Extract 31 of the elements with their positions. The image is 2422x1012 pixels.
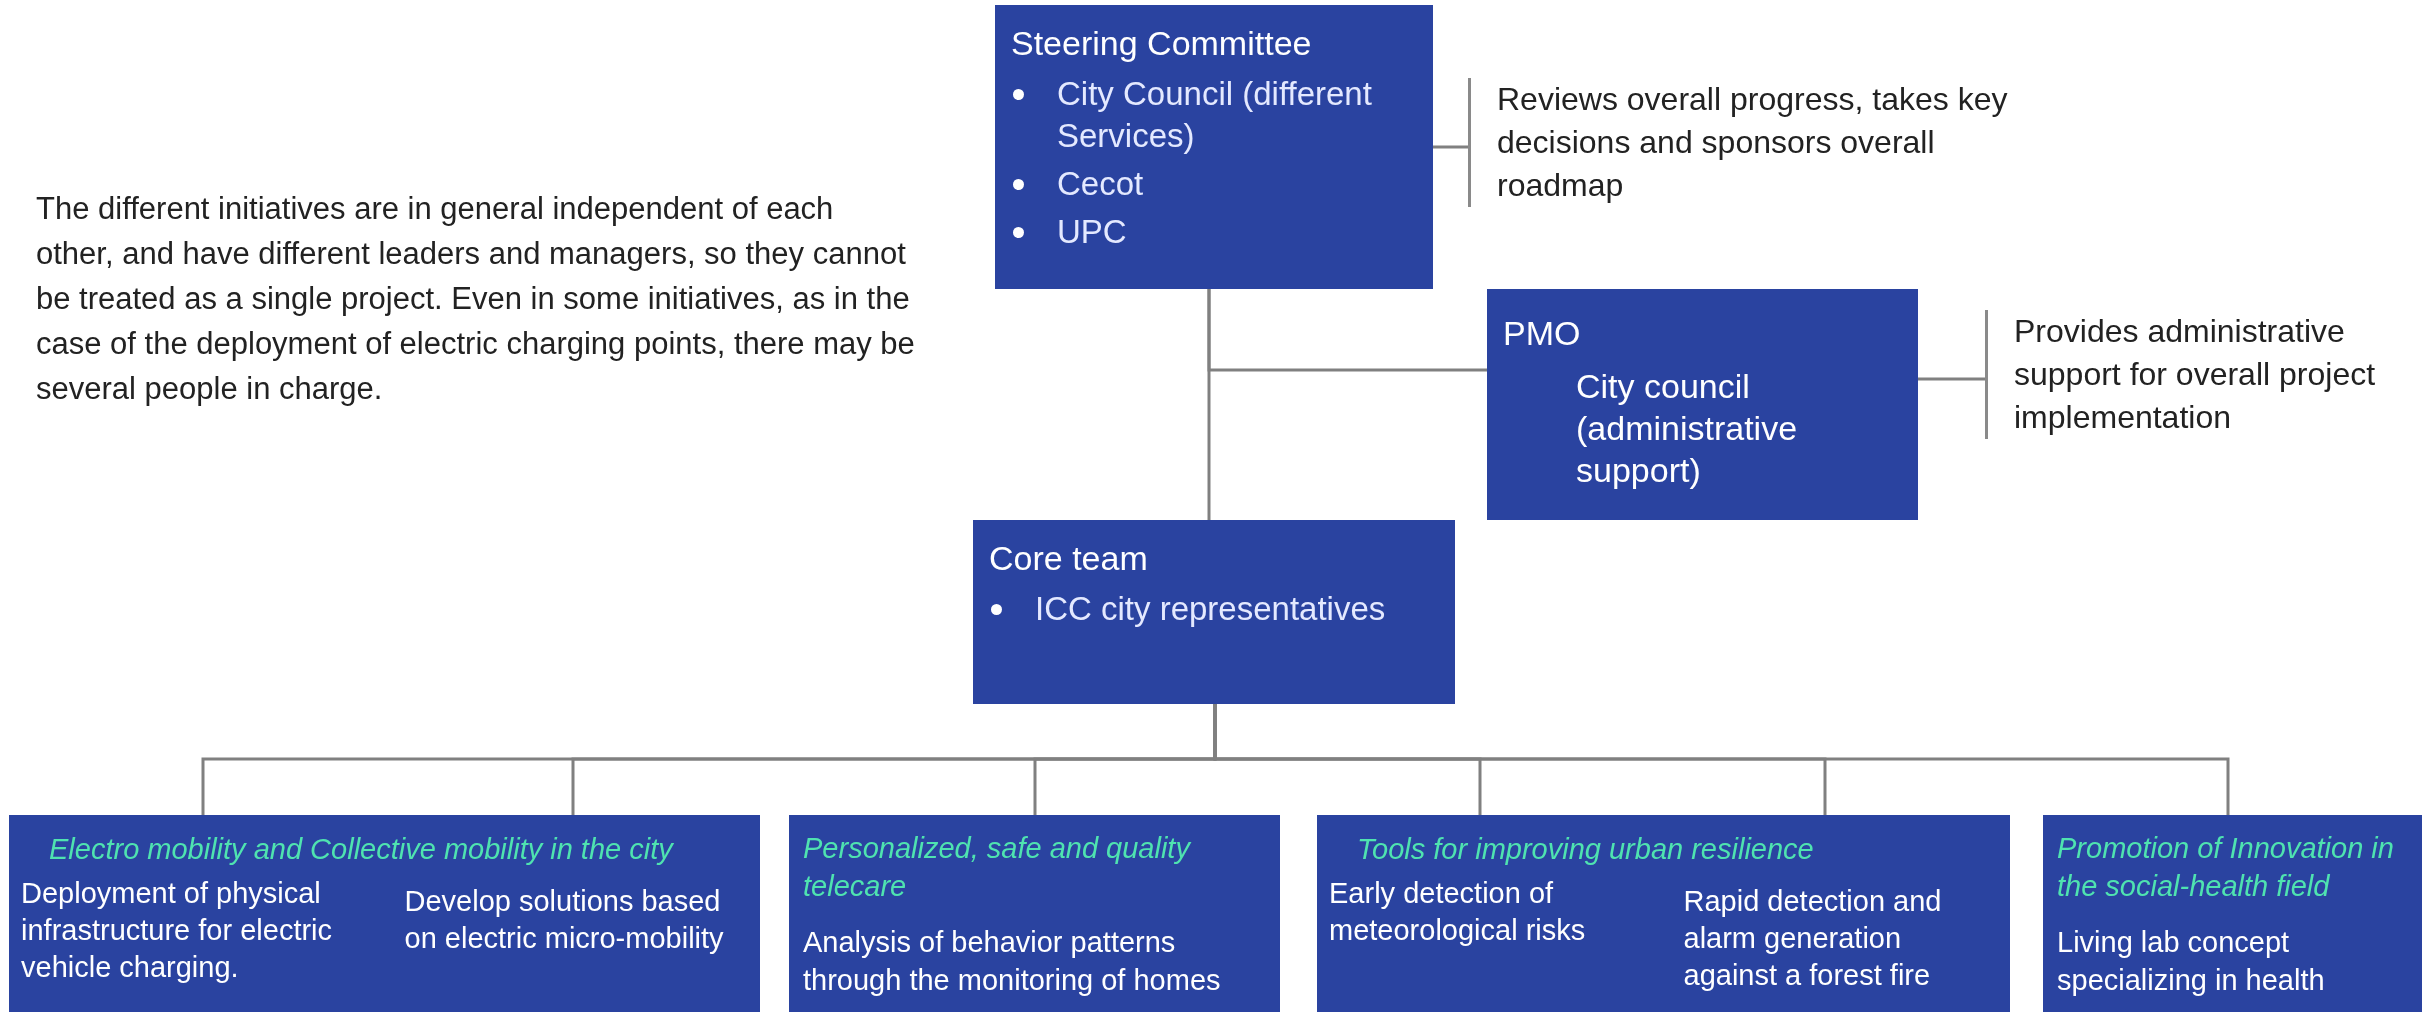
initiative-text: Rapid detection and alarm generation against a forest fire (1683, 884, 1943, 993)
initiative-box (1317, 815, 2010, 1012)
initiative-box (789, 815, 1280, 1012)
org-box (1487, 289, 1918, 520)
list-item: UPC (1057, 212, 1127, 252)
list-item: City Council (different Services) (1057, 74, 1373, 156)
note-paragraph: The different initiatives are in general independent of each other, and have different leaders and managers, so they cannot be treated as a single project. Even in some initiatives, as in the case of the deployment of electric charging points, there may be several people in charge. (36, 190, 916, 408)
org-box (995, 5, 1433, 289)
initiative-title: Electro mobility and Collective mobility in the city (48, 832, 675, 867)
initiative-title: Personalized, safe and quality telecare (803, 831, 1193, 904)
box-text: City council (administrative support) (1575, 366, 1799, 491)
initiative-text: Early detection of meteorological risks (1329, 876, 1587, 948)
list-item: Cecot (1057, 164, 1144, 204)
initiative-text: Analysis of behavior patterns through the monitoring of homes (803, 925, 1222, 998)
box-heading: Core team (989, 538, 1149, 579)
initiative-title: Promotion of Innovation in the social-health field (2057, 831, 2395, 904)
initiative-text: Develop solutions based on electric micro-mobility (404, 884, 725, 956)
initiative-box (2043, 815, 2422, 1012)
list-item: ICC city representatives (1035, 589, 1386, 629)
initiative-title: Tools for improving urban resilience (1356, 832, 1815, 867)
connector-line (1433, 145, 1468, 149)
connector-line (1207, 289, 1211, 520)
connector-line (1918, 377, 1985, 381)
org-box (973, 520, 1455, 704)
note-text: Reviews overall progress, takes key decisions and sponsors overall roadmap (1497, 80, 2009, 205)
note-text: Provides administrative support for overall project implementation (2014, 312, 2377, 437)
initiative-text: Deployment of physical infrastructure for electric vehicle charging. (21, 876, 334, 985)
box-heading: Steering Committee (1011, 23, 1313, 64)
initiative-box (9, 815, 760, 1012)
initiative-text: Living lab concept specializing in health (2057, 925, 2326, 998)
box-heading: PMO (1503, 313, 1582, 354)
